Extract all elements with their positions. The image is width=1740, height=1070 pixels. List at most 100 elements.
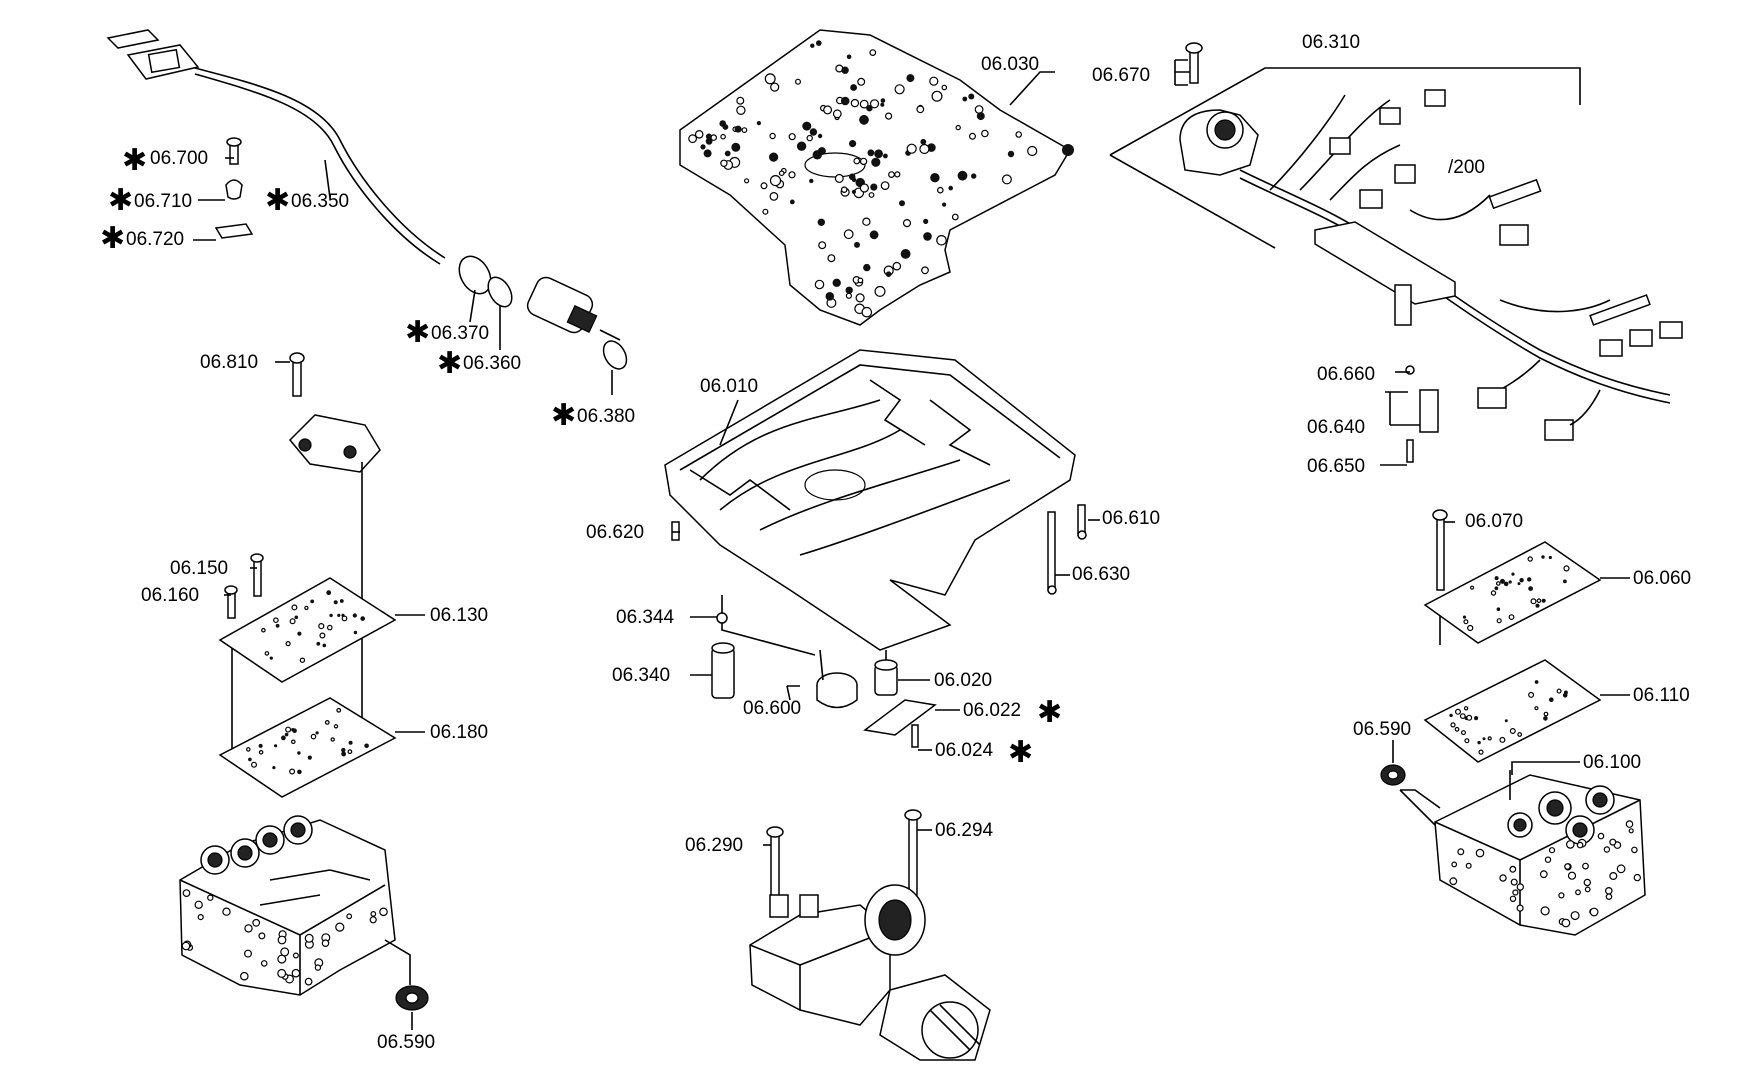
hole — [248, 757, 252, 762]
hole — [1477, 740, 1481, 745]
hole — [291, 604, 298, 611]
hole — [353, 630, 358, 635]
label-06310: 06.310 — [1302, 32, 1360, 53]
solenoid-assembly-bottom — [749, 809, 991, 1061]
hole — [273, 617, 279, 624]
hole — [734, 125, 742, 133]
hole — [1516, 904, 1524, 912]
parts-06340-06344-06600 — [711, 595, 858, 709]
star-06380: ✱ — [551, 398, 576, 433]
hole — [292, 952, 299, 959]
hole — [906, 74, 915, 83]
hole — [1628, 828, 1634, 834]
hole — [347, 749, 353, 755]
hole — [364, 743, 369, 749]
hole — [1469, 585, 1475, 590]
hole — [264, 651, 270, 656]
hole — [1474, 716, 1479, 721]
hole — [848, 173, 856, 181]
hole — [951, 213, 959, 221]
hole — [1589, 907, 1599, 917]
hole — [1463, 619, 1469, 625]
hole — [834, 173, 844, 183]
hole — [1478, 749, 1484, 755]
block-06100-holes — [1449, 820, 1642, 928]
hole — [321, 939, 330, 948]
hole — [1510, 878, 1518, 886]
hole — [694, 130, 704, 139]
hole — [1543, 711, 1549, 717]
hole — [304, 605, 309, 611]
hole — [341, 747, 346, 753]
hole — [976, 112, 985, 121]
star-06700: ✱ — [122, 143, 147, 178]
label-06590-right: 06.590 — [1353, 719, 1411, 740]
screw-06294 — [908, 814, 918, 896]
hole — [857, 77, 866, 86]
hole — [861, 306, 873, 318]
hole — [743, 178, 750, 184]
hole — [348, 740, 353, 745]
hole — [1487, 736, 1492, 741]
hole — [862, 217, 871, 226]
hole — [181, 941, 191, 951]
hole — [851, 189, 857, 194]
hole — [789, 199, 795, 205]
hole — [1530, 598, 1537, 605]
hole — [892, 261, 902, 271]
label-06022: 06.022 — [963, 700, 1021, 721]
hole — [289, 618, 296, 625]
hole — [853, 157, 861, 165]
hole — [244, 949, 253, 958]
hole — [335, 922, 345, 932]
hole — [307, 755, 312, 760]
hole — [736, 105, 746, 116]
hole — [260, 960, 268, 967]
label-06350: 06.350 — [291, 191, 349, 212]
hole — [1457, 848, 1465, 856]
label-06340: 06.340 — [612, 665, 670, 686]
plate-06180-holes — [246, 707, 369, 775]
wiring-harness-06310 — [1109, 42, 1683, 463]
hole — [1519, 578, 1524, 583]
screw-06620 — [671, 521, 680, 541]
hole — [352, 613, 357, 618]
hole — [859, 157, 868, 166]
hole — [845, 286, 853, 294]
valve-body-06010 — [664, 349, 1076, 651]
hole — [769, 175, 782, 187]
hole — [942, 202, 947, 207]
hole — [921, 266, 929, 275]
hole — [850, 98, 860, 108]
label-06294: 06.294 — [935, 820, 994, 841]
hole — [948, 185, 953, 191]
hole — [1451, 861, 1458, 868]
hole — [246, 747, 251, 752]
label-06710: 06.710 — [134, 191, 192, 212]
hole — [1509, 727, 1516, 734]
hole — [1534, 706, 1539, 711]
hole — [251, 761, 258, 768]
hole — [1460, 730, 1466, 736]
hole — [310, 599, 315, 604]
hole — [802, 121, 812, 131]
small-parts-06700-06720 — [214, 137, 254, 239]
hole — [1015, 131, 1023, 138]
hole — [285, 726, 292, 733]
hole — [1027, 145, 1038, 157]
hole — [1465, 862, 1472, 869]
hole — [1534, 680, 1539, 684]
hole — [329, 613, 333, 618]
hole — [244, 924, 253, 933]
hole — [1631, 846, 1638, 854]
hole — [326, 590, 332, 596]
hole — [936, 235, 947, 246]
hole — [1563, 579, 1567, 584]
hole — [1556, 688, 1562, 694]
hole — [894, 171, 901, 178]
hole — [794, 78, 801, 85]
hole — [1536, 598, 1542, 604]
hole — [1567, 871, 1577, 880]
hole — [1564, 863, 1571, 870]
